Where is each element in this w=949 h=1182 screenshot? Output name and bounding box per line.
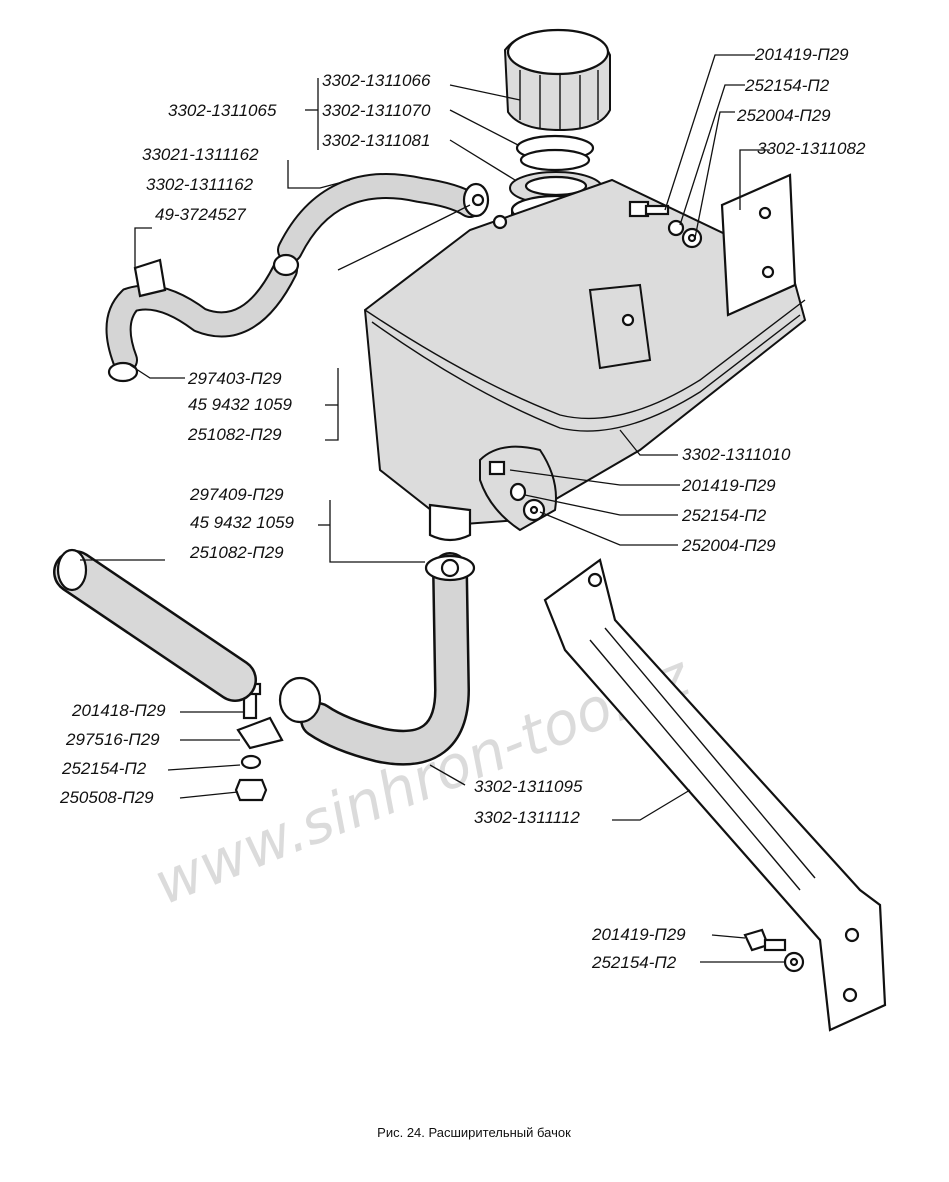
left-hose <box>105 253 300 383</box>
label-252004-p29-mid: 252004-П29 <box>681 536 776 555</box>
label-3302-1311112: 3302-1311112 <box>474 808 580 827</box>
label-49-3724527: 49-3724527 <box>155 205 246 224</box>
expansion-tank-body <box>363 178 807 542</box>
label-45-9432-1059-lower: 45 9432 1059 <box>190 513 295 532</box>
label-252004-p29-top: 252004-П29 <box>736 106 831 125</box>
filler-cap <box>503 28 611 132</box>
label-252154-p2-top: 252154-П2 <box>744 76 830 95</box>
bottom-hose <box>300 552 476 766</box>
tank-bottom-bolt <box>479 445 557 532</box>
label-3302-1311070: 3302-1311070 <box>322 101 431 120</box>
label-297409-p29: 297409-П29 <box>189 485 284 504</box>
bracket-bolt-washer <box>743 928 805 973</box>
label-251082-p29-upper: 251082-П29 <box>187 425 282 444</box>
label-250508-p29: 250508-П29 <box>59 788 154 807</box>
label-3302-1311081: 3302-1311081 <box>322 131 430 150</box>
label-201418-p29: 201418-П29 <box>71 701 166 720</box>
support-bracket <box>543 558 887 1032</box>
label-252154-p2-low: 252154-П2 <box>61 759 147 778</box>
label-252154-p2-mid: 252154-П2 <box>681 506 767 525</box>
outlet-pipe <box>53 548 257 702</box>
leader-lines <box>80 54 785 963</box>
label-201419-p29-mid: 201419-П29 <box>681 476 776 495</box>
label-3302-1311162: 3302-1311162 <box>146 175 254 194</box>
label-297516-p29: 297516-П29 <box>65 730 160 749</box>
label-3302-1311065: 3302-1311065 <box>168 101 277 120</box>
upper-hose <box>277 173 508 263</box>
figure-caption: Рис. 24. Расширительный бачок <box>377 1125 571 1140</box>
label-201419-p29-top: 201419-П29 <box>754 45 849 64</box>
label-251082-p29-lower: 251082-П29 <box>189 543 284 562</box>
label-3302-1311095: 3302-1311095 <box>474 777 583 796</box>
label-33021-1311162: 33021-1311162 <box>142 145 259 164</box>
label-3302-1311066: 3302-1311066 <box>322 71 431 90</box>
label-252154-p2-bottom: 252154-П2 <box>591 953 677 972</box>
label-45-9432-1059-upper: 45 9432 1059 <box>188 395 293 414</box>
clamp-nut-washer <box>234 754 268 802</box>
label-3302-1311082: 3302-1311082 <box>757 139 866 158</box>
label-297403-p29: 297403-П29 <box>187 369 282 388</box>
part-labels: 3302-1311066 3302-1311070 3302-1311081 3… <box>59 45 866 972</box>
label-201419-p29-bottom: 201419-П29 <box>591 925 686 944</box>
label-3302-1311010: 3302-1311010 <box>682 445 791 464</box>
